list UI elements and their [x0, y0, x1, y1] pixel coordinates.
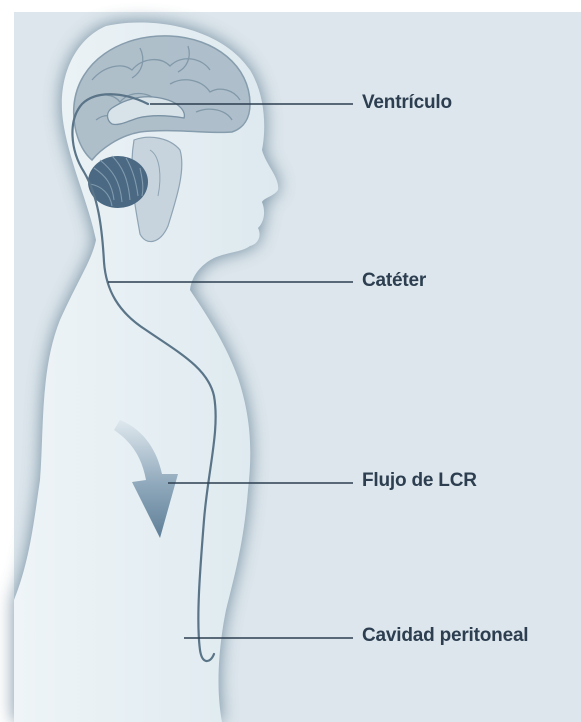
label-csf-flow: Flujo de LCR: [362, 470, 477, 492]
label-peritoneal-cavity: Cavidad peritoneal: [362, 625, 528, 647]
cerebellum: [88, 156, 148, 208]
label-catheter: Catéter: [362, 270, 426, 292]
label-ventricle: Ventrículo: [362, 92, 452, 114]
